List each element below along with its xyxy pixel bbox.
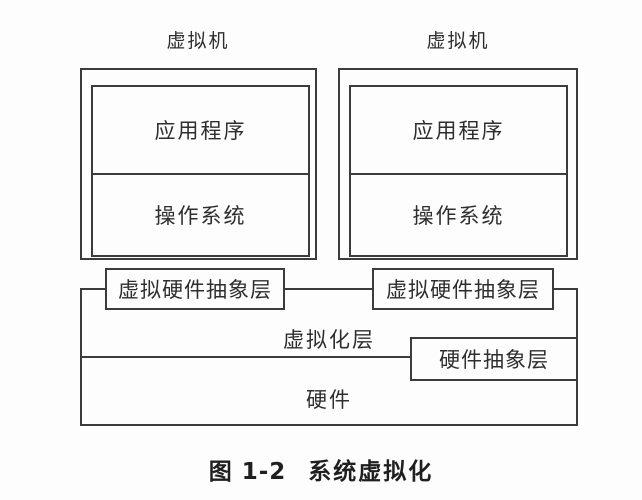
- hardware-abstraction-layer-label: 硬件抽象层: [439, 348, 549, 372]
- virtualization-hardware-divider: [80, 356, 578, 358]
- hardware-label: 硬件: [306, 388, 352, 412]
- vm-right-inner-box: 应用程序 操作系统: [349, 85, 568, 257]
- vhal-right-label: 虚拟硬件抽象层: [386, 278, 540, 302]
- figure-caption: 图 1-2 系统虚拟化: [0, 452, 642, 486]
- virtualization-layer-label: 虚拟化层: [283, 328, 375, 352]
- vm-right-title: 虚拟机: [426, 30, 490, 52]
- vm-right-application-layer: 应用程序: [351, 87, 566, 175]
- vm-left-os-layer: 操作系统: [154, 204, 247, 228]
- vm-left-application-layer: 应用程序: [93, 87, 308, 175]
- figure-number: 图 1-2: [208, 459, 287, 485]
- vm-left-inner-box: 应用程序 操作系统: [91, 85, 310, 257]
- vm-left-title: 虚拟机: [166, 30, 230, 52]
- vhal-left-label: 虚拟硬件抽象层: [118, 278, 272, 302]
- hardware-abstraction-layer-box: 硬件抽象层: [410, 337, 578, 381]
- vhal-right-box: 虚拟硬件抽象层: [372, 268, 554, 310]
- vhal-left-box: 虚拟硬件抽象层: [105, 268, 285, 310]
- vm-right-os-layer: 操作系统: [412, 204, 505, 228]
- figure-title: 系统虚拟化: [308, 459, 434, 485]
